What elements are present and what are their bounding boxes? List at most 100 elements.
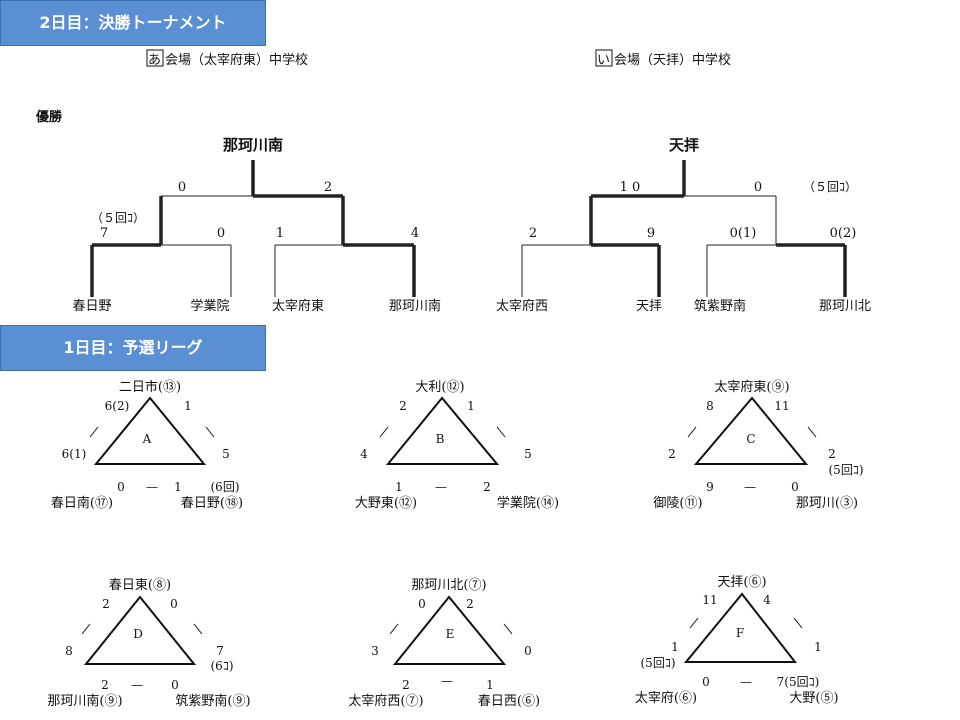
left-team-2: 学業院 [190, 298, 229, 314]
left-team-4: 那珂川南 [389, 298, 441, 314]
league-tick [205, 426, 215, 438]
left-team-1: 春日野 [72, 299, 111, 314]
league-tick [81, 623, 91, 635]
score-bottom-note: (6回) [211, 480, 240, 494]
league-b: B 大利(⑫) 2 1 4 5 1 — 2 大野東(⑫) 学業院(⑭) [355, 380, 559, 511]
league-tick [379, 426, 389, 438]
league-left-team: 大野東(⑫) [355, 495, 417, 511]
venue-a-mark: あ [148, 53, 161, 68]
left-note: （５回ｺ） [91, 211, 145, 225]
right-r1-score-3: 0(1) [730, 226, 757, 241]
league-right-team: 大野(⑤) [789, 691, 838, 706]
league-top-team: 大利(⑫) [415, 380, 464, 395]
league-letter: E [446, 627, 455, 641]
score-top-right: 0 [170, 597, 178, 611]
score-right-note: (6ｺ) [211, 659, 234, 673]
score-left-top: 8 [65, 644, 73, 658]
league-tick [793, 617, 803, 629]
league-d: D 春日東(⑧) 2 0 8 7 (6ｺ) 2 — 0 那珂川南(⑨) 筑紫野南… [47, 577, 250, 709]
league-tick [89, 426, 99, 438]
score-top-right: 11 [774, 399, 789, 413]
venue-i-label: 会場（天拝）中学校 [614, 52, 731, 68]
league-top-team: 太宰府東(⑨) [714, 379, 789, 395]
league-tick [687, 426, 697, 438]
left-r1-score-1: 7 [100, 226, 108, 241]
left-r1-score-4: 4 [411, 226, 419, 241]
score-bottom-left: 0 [117, 480, 125, 494]
score-right-top: 2 [828, 447, 836, 461]
right-team-2: 天拝 [636, 299, 662, 314]
score-top-left: 2 [399, 399, 407, 413]
score-right-note: (5回ｺ) [829, 463, 864, 477]
league-f: F 天拝(⑥) 11 4 1 1 (5回ｺ) 0 — 7(5回ｺ) 太宰府(⑥)… [635, 575, 839, 706]
league-tick [389, 623, 399, 635]
league-top-team: 二日市(⑬) [119, 379, 181, 395]
right-team-4: 那珂川北 [819, 299, 871, 314]
venue-i-header: い 会場（天拝）中学校 [595, 49, 731, 68]
score-bottom-dash: — [441, 674, 453, 688]
score-bottom-dash: — [131, 678, 143, 692]
league-tick [503, 623, 513, 635]
league-c: C 太宰府東(⑨) 8 11 2 2 (5回ｺ) 9 — 0 御陵(⑪) 那珂川… [653, 379, 863, 511]
score-left-top: 3 [371, 644, 379, 658]
league-letter: A [142, 432, 152, 446]
left-r1-score-2: 0 [217, 226, 225, 241]
right-final-score-left: 1 0 [620, 180, 641, 195]
score-bottom-right: 0 [791, 480, 799, 494]
score-right-top: 5 [524, 447, 532, 461]
league-right-team: 筑紫野南(⑨) [175, 693, 250, 709]
venue-i-mark: い [597, 53, 610, 68]
score-right-top: 7 [216, 644, 224, 658]
league-letter: F [736, 626, 744, 640]
score-bottom-dash: — [740, 675, 752, 689]
league-triangle [83, 595, 197, 665]
score-top-left: 8 [706, 399, 714, 413]
right-champion: 天拝 [669, 136, 699, 154]
score-top-left: 0 [418, 597, 426, 611]
score-top-left: 2 [102, 597, 110, 611]
score-bottom-right: 0 [171, 678, 179, 692]
league-a: A 二日市(⑬) 6(2) 1 6(1) 5 0 — 1 (6回) 春日南(⑰)… [51, 379, 243, 511]
right-team-1: 太宰府西 [496, 298, 548, 314]
day1-banner: 1日目：予選リーグ [0, 325, 266, 371]
right-r1-score-2: 9 [647, 226, 655, 241]
league-triangle [693, 396, 809, 465]
bracket-right [521, 160, 847, 297]
league-left-team: 那珂川南(⑨) [47, 693, 122, 709]
league-triangle [683, 592, 798, 663]
left-final-score-right: 2 [324, 180, 332, 195]
left-final-score-left: 0 [178, 180, 186, 195]
left-champion: 那珂川南 [223, 136, 283, 154]
league-top-team: 天拝(⑥) [717, 575, 766, 590]
score-right-top: 1 [814, 640, 822, 654]
day2-banner: 2日目：決勝トーナメント [0, 0, 266, 46]
league-right-team: 学業院(⑭) [497, 495, 559, 511]
venue-a-label: 会場（太宰府東）中学校 [165, 52, 308, 68]
score-bottom-dash: — [435, 480, 447, 494]
league-left-team: 太宰府(⑥) [635, 690, 697, 706]
score-top-left: 11 [702, 593, 717, 607]
league-top-team: 那珂川北(⑦) [411, 578, 486, 593]
score-top-right: 1 [467, 399, 475, 413]
league-right-team: 那珂川(③) [796, 496, 858, 511]
right-note: （５回ｺ） [803, 180, 857, 194]
league-letter: B [436, 432, 445, 446]
league-tick [689, 617, 699, 629]
league-left-team: 御陵(⑪) [653, 496, 702, 511]
league-tick [193, 623, 203, 635]
left-team-3: 太宰府東 [272, 298, 324, 314]
league-tick [807, 426, 817, 438]
league-letter: D [133, 627, 143, 641]
score-bottom-right: 1 [486, 678, 494, 692]
score-top-right: 4 [763, 593, 771, 607]
score-bottom-right: 2 [483, 480, 491, 494]
league-letter: C [746, 432, 755, 446]
left-r1-score-3: 1 [276, 226, 284, 241]
league-e: E 那珂川北(⑦) 0 2 3 0 2 — 1 太宰府西(⑦) 春日西(⑥) [348, 578, 540, 709]
score-bottom-left: 2 [101, 678, 109, 692]
score-left-top: 6(1) [62, 447, 87, 461]
venue-a-mark-box [146, 49, 164, 67]
bracket-left [90, 160, 416, 297]
score-bottom-left: 2 [402, 678, 410, 692]
score-top-right: 1 [184, 399, 192, 413]
